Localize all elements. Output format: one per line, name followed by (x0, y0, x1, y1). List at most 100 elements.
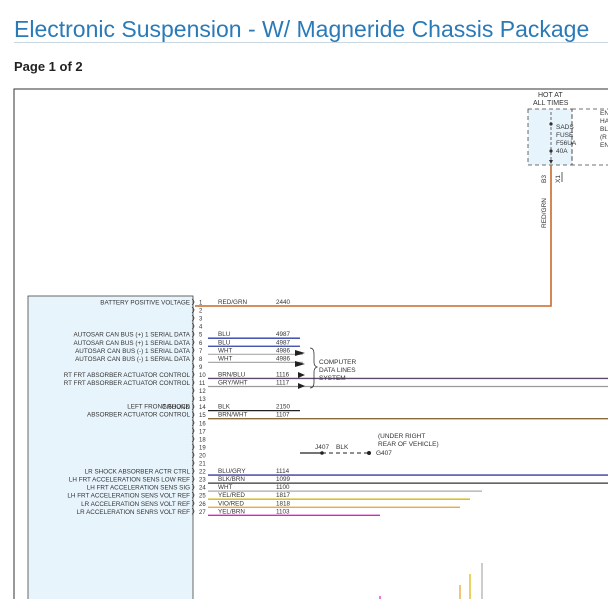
pin-chevron-21 (191, 459, 195, 467)
pin-chevron-11 (191, 379, 195, 386)
pin-label-1: BATTERY POSITIVE VOLTAGE (100, 300, 190, 307)
wire-color-14: BLK (218, 404, 231, 411)
pin-row-18: 18 (191, 435, 206, 443)
ground-wire-color: BLK (336, 444, 349, 451)
circuit-number-7: 4986 (276, 347, 291, 354)
pin-chevron-27 (191, 508, 195, 515)
pin-chevron-26 (191, 499, 195, 507)
pin-row-4: 4 (191, 322, 203, 331)
pin-label-25: LH FRT ACCELERATION SENS VOLT REF (67, 493, 190, 500)
pin-number-24: 24 (199, 486, 206, 492)
pin-row-12: 12 (191, 387, 206, 395)
pin-number-19: 19 (199, 445, 206, 451)
fuse-node-top (549, 122, 553, 126)
wire-color-5: BLU (218, 331, 231, 338)
pin-number-17: 17 (199, 429, 206, 435)
fuse-name-1: SADS (556, 124, 574, 131)
pin-chevron-15 (191, 411, 195, 418)
pin-number-21: 21 (199, 462, 206, 468)
fuse-side-text-1: HA (600, 118, 608, 125)
wire-color-24: WHT (218, 484, 232, 491)
pin-number-10: 10 (199, 373, 206, 379)
pin-label-5: AUTOSAR CAN BUS (+) 1 SERIAL DATA (74, 332, 191, 339)
can-arrow-4-icon (298, 383, 305, 389)
page-indicator: Page 1 of 2 (14, 59, 83, 74)
circuit-number-8: 4986 (276, 355, 291, 362)
wire-color-8: WHT (218, 355, 232, 362)
pin-chevron-22 (191, 467, 195, 475)
pin-number-16: 16 (199, 421, 206, 427)
pin-label-11: RT FRT ABSORBER ACTUATOR CONTROL (64, 380, 191, 387)
wire-color-10: BRN/BLU (218, 371, 246, 378)
fuse-name-2: FUSE (556, 132, 574, 139)
fuse-connector: X1 (555, 175, 562, 183)
fuse-side-text-2: BL (600, 126, 608, 133)
fuse-block: HOT AT ALL TIMES SADS FUSE F56UA 40A EN … (527, 92, 608, 228)
circuit-number-27: 1103 (276, 508, 290, 515)
pin-chevron-9 (191, 363, 195, 370)
pin-chevron-14 (191, 403, 195, 410)
pin-chevron-18 (191, 435, 195, 443)
wire-color-6: BLU (218, 339, 231, 346)
pin-label-22: LR SHOCK ABSORBER ACTR CTRL (85, 469, 191, 476)
pin-row-20: 20 (191, 451, 206, 459)
can-arrow-1-icon (295, 350, 305, 356)
pin-label-24: LH FRT ACCELERATION SENS SIG (87, 485, 190, 492)
pin-row-21: 21 (191, 459, 206, 468)
pin-label-8: AUTOSAR CAN BUS (-) 1 SERIAL DATA (75, 356, 191, 363)
pin-row-2: 2 (191, 306, 203, 315)
pin-number-23: 23 (199, 478, 206, 484)
pin-number-2: 2 (199, 309, 203, 315)
pin-row-3: 3 (191, 314, 203, 323)
pin-chevron-17 (191, 427, 195, 435)
circuit-number-5: 4987 (276, 331, 291, 338)
fuse-side-text-3: (R (600, 134, 607, 141)
wire-color-11: GRY/WHT (218, 380, 248, 387)
pin-chevron-16 (191, 419, 195, 427)
wire-color-22: BLU/GRY (218, 468, 246, 475)
hot-at-label: HOT AT (538, 92, 563, 99)
pin-chevron-25 (191, 491, 195, 499)
pin-number-26: 26 (199, 502, 206, 508)
battery-feed-wire (195, 165, 552, 307)
pin-number-6: 6 (199, 341, 203, 347)
pin-number-18: 18 (199, 437, 206, 443)
fuse-box (527, 108, 573, 166)
circuit-number-24: 1100 (276, 484, 290, 491)
pin-number-7: 7 (199, 349, 203, 355)
pin-label-23: LH FRT ACCELERATION SENS LOW REF (69, 477, 190, 484)
wire-color-15: BRN/WHT (218, 412, 248, 419)
ground-note-1: (UNDER RIGHT (378, 433, 425, 440)
pin-number-4: 4 (199, 325, 203, 331)
all-times-label: ALL TIMES (533, 100, 569, 107)
pin-label-26: LR ACCELERATION SENS VOLT REF (81, 501, 190, 508)
data-lines-text-2: DATA LINES (319, 367, 356, 374)
data-lines-group: COMPUTER DATA LINES SYSTEM (295, 347, 357, 389)
wire-color-27: YEL/BRN (218, 508, 245, 515)
pin-chevron-4 (191, 322, 195, 330)
pin-number-15: 15 (199, 413, 206, 419)
pin-number-3: 3 (199, 317, 203, 323)
ground-note-2: REAR OF VEHICLE) (378, 441, 439, 448)
circuit-number-23: 1099 (276, 476, 291, 483)
pin-chevron-13 (191, 395, 195, 402)
fuse-arrow-icon (549, 160, 553, 164)
can-arrow-3-icon (298, 372, 305, 378)
diagram-frame (13, 88, 608, 599)
page-title: Electronic Suspension - W/ Magneride Cha… (14, 16, 590, 42)
pin-row-16: 16 (191, 419, 206, 427)
pin-chevron-2 (191, 306, 195, 314)
pin-chevron-20 (191, 451, 195, 459)
circuit-number-10: 1116 (276, 371, 290, 378)
